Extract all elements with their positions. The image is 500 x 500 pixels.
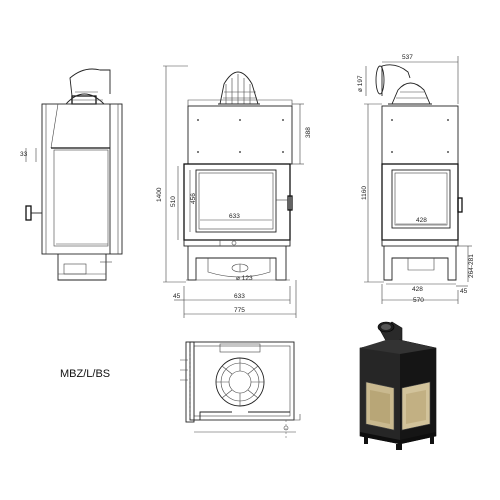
dim-height-456: 456 [190, 193, 197, 204]
dim-leg-range: 264-281 [468, 254, 475, 278]
fireplace-3d-render [359, 321, 437, 450]
top-view [180, 341, 301, 438]
dim-height-1160: 1160 [361, 186, 368, 200]
dim-base-633: 633 [234, 293, 245, 300]
dim-flue-diameter: ø 197 [357, 75, 364, 92]
dim-bottom-45-right: 45 [460, 288, 468, 295]
dim-side-glass-428: 428 [416, 217, 427, 224]
dim-glass-633: 633 [229, 213, 240, 220]
dim-outlet-diameter: ø 123 [236, 275, 253, 282]
dim-base-428: 428 [412, 286, 423, 293]
right-side-view: 537 ø 197 1160 428 264-281 428 45 570 [357, 54, 475, 304]
dim-height-1400: 1400 [156, 187, 163, 202]
left-side-view: 33 [20, 68, 123, 281]
dim-top-388: 388 [305, 127, 312, 138]
dim-top-width-537: 537 [402, 54, 413, 61]
dim-side-33: 33 [20, 151, 28, 158]
dim-depth-570: 570 [413, 297, 424, 304]
model-label: MBZ/L/BS [60, 368, 110, 380]
dim-bottom-45-left: 45 [173, 293, 181, 300]
dim-height-510: 510 [170, 196, 177, 207]
front-view: 1400 510 456 388 633 ø 123 633 45 775 [156, 65, 312, 318]
dim-total-775: 775 [234, 307, 245, 314]
